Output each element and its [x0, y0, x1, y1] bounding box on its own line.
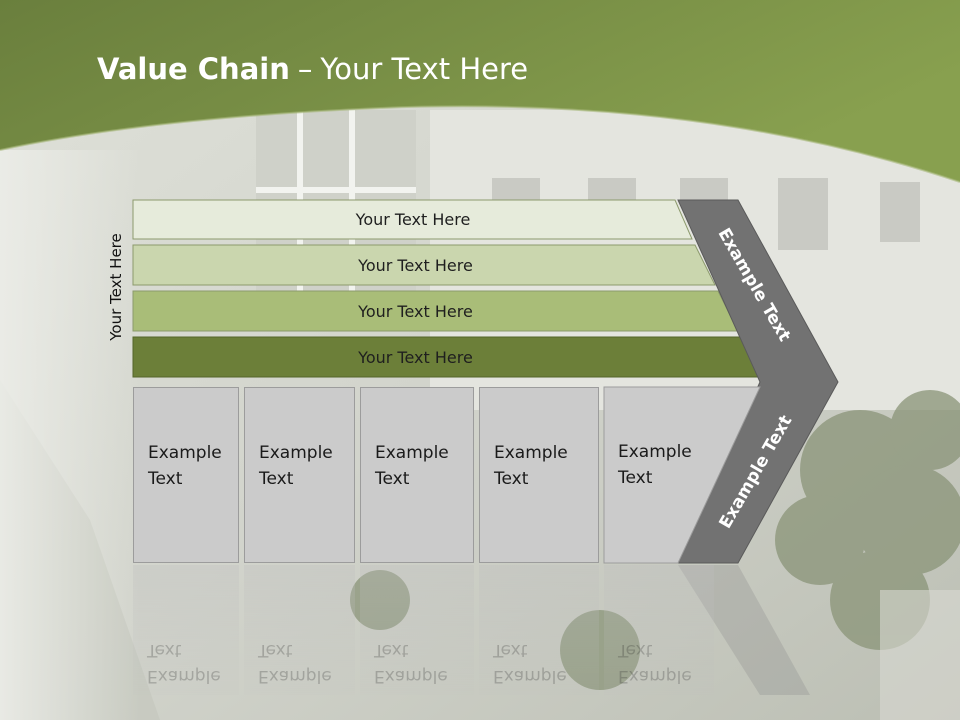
column-box-2: Example Text [244, 387, 355, 563]
title-separator: – [297, 52, 313, 86]
column-box-3: Example Text [360, 387, 474, 563]
tree-foliage [350, 390, 960, 690]
planter [880, 590, 960, 720]
chevron-arrow [677, 199, 839, 564]
column-box-5: Example Text [618, 439, 692, 491]
row-1-label: Your Text Here [355, 210, 471, 229]
row-1: Your Text Here [133, 200, 693, 239]
left-fade [0, 150, 140, 720]
column-box-1: Example Text [133, 387, 239, 563]
slide-title: Value Chain–Your Text Here [97, 52, 528, 86]
chevron-reflection [678, 565, 810, 695]
row-3-label: Your Text Here [358, 301, 473, 321]
column-2-line1: Example [259, 443, 333, 463]
column-3-line2: Text [375, 469, 410, 489]
row-bar-1 [132, 199, 693, 240]
row-bar-2 [132, 244, 716, 286]
column-1-line1: Example [148, 443, 222, 463]
row-2: Your Text Here [133, 245, 698, 285]
header-curve-line [0, 105, 960, 183]
title-rest: Your Text Here [320, 52, 529, 86]
small-windows [492, 178, 920, 250]
column-5-line2: Text [618, 468, 653, 488]
header-band [0, 0, 960, 182]
row-4-label: Your Text Here [358, 347, 473, 367]
column-4-line1: Example [494, 443, 568, 463]
column-4-line2: Text [494, 469, 529, 489]
column-box-4: Example Text [479, 387, 599, 563]
column-5-line1: Example [618, 442, 692, 462]
column-1-line2: Text [148, 469, 183, 489]
row-3: Your Text Here [133, 291, 698, 331]
row-2-label: Your Text Here [358, 255, 473, 275]
title-bold: Value Chain [97, 52, 290, 86]
row-4: Your Text Here [133, 337, 698, 377]
column-3-line1: Example [375, 443, 449, 463]
column-2-line2: Text [259, 469, 294, 489]
column-box-5-bg [603, 386, 761, 564]
